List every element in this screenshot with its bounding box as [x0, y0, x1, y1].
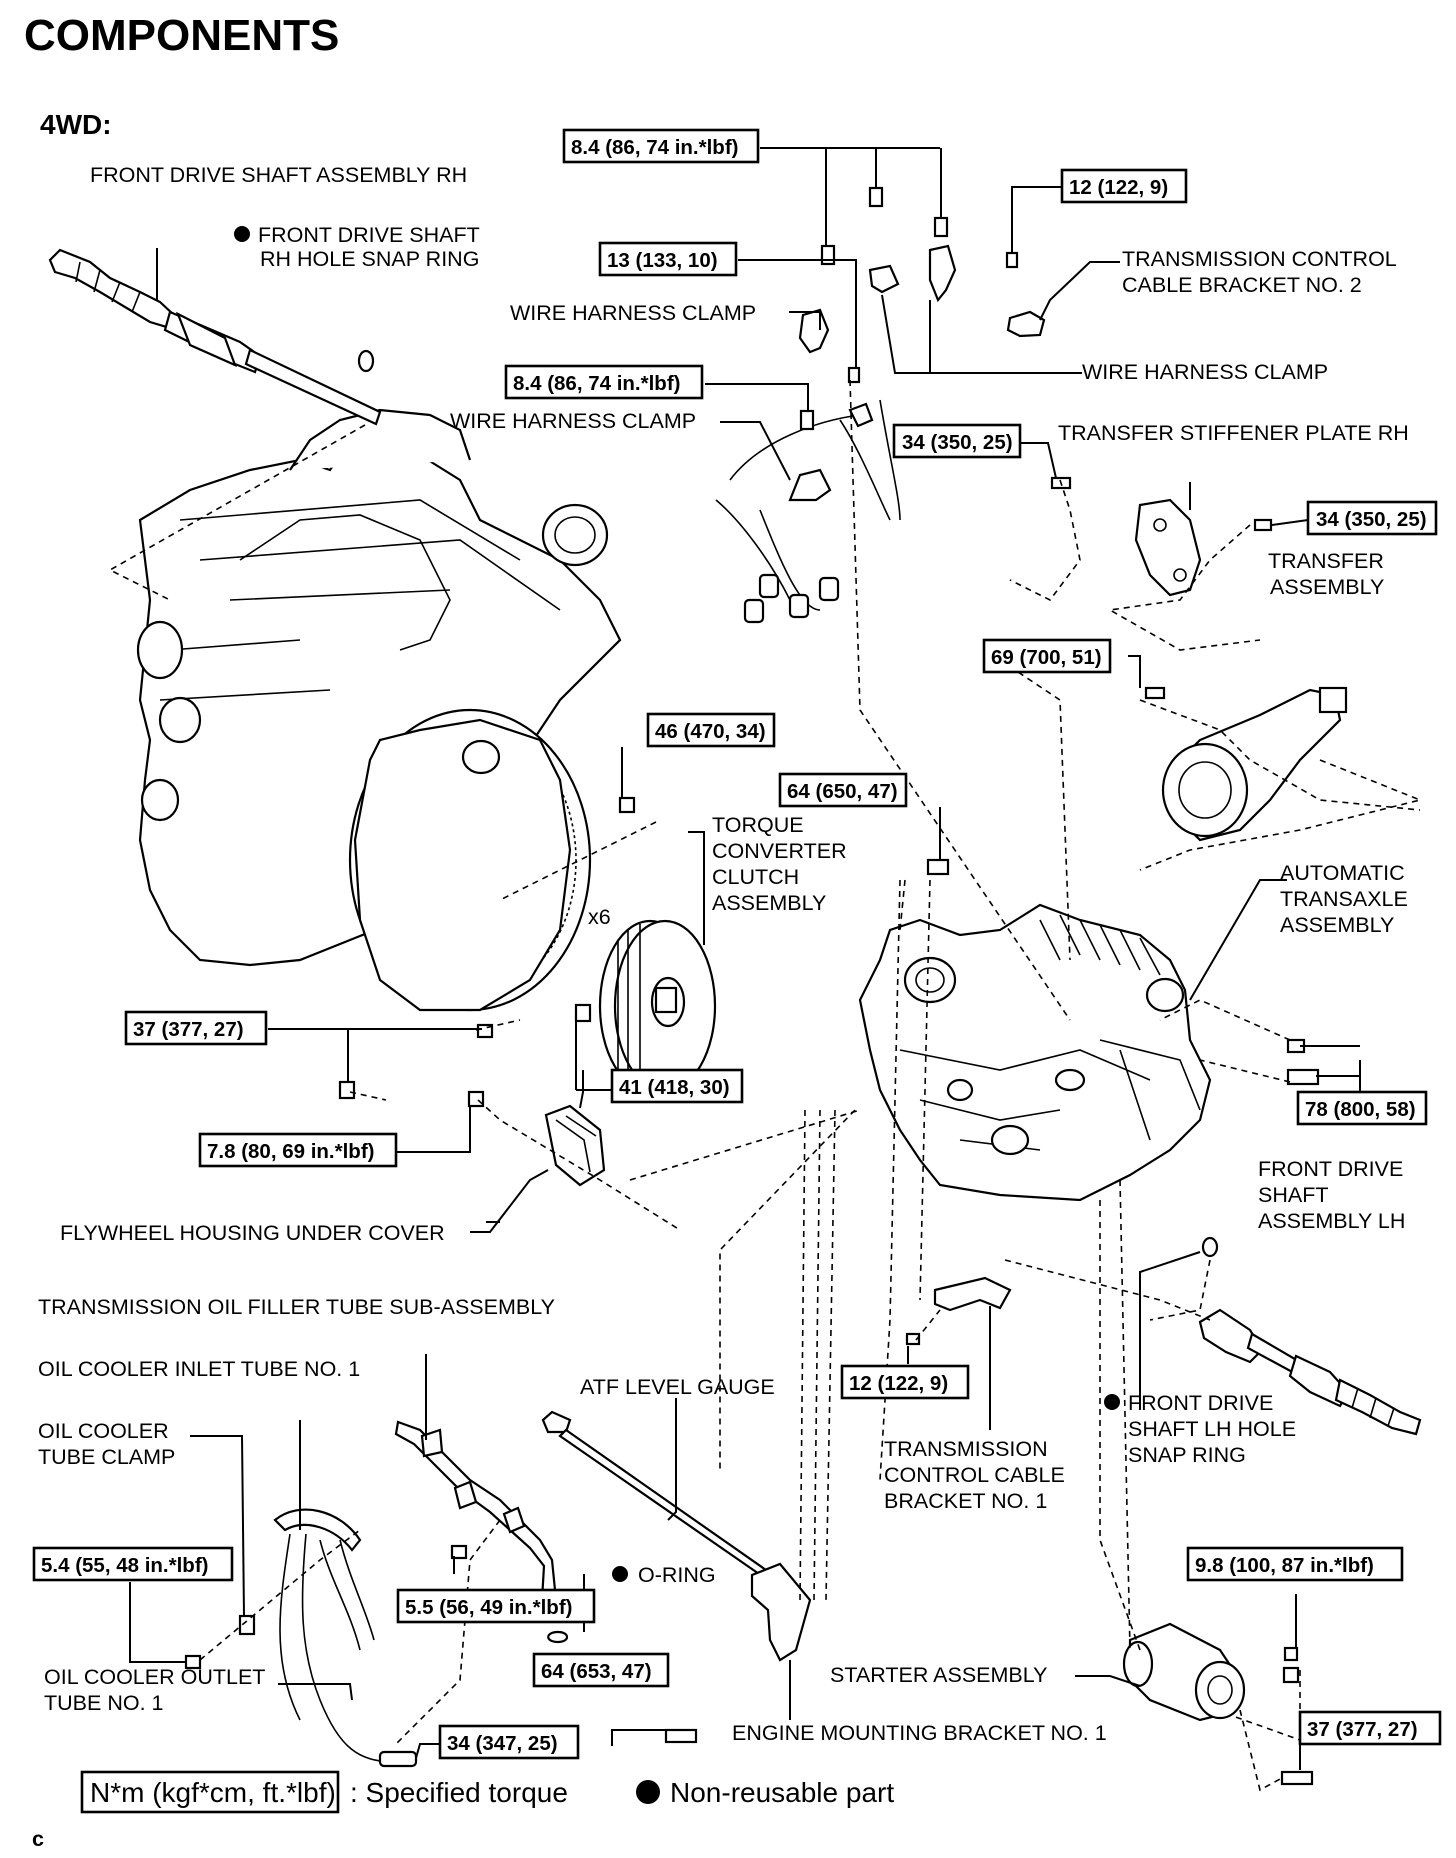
- bolts-illustration: [184, 186, 1320, 1786]
- front-drive-shaft-rh-illustration: [48, 248, 382, 426]
- label-starter-assembly: STARTER ASSEMBLY: [830, 1663, 1047, 1687]
- label-automatic-transaxle: AUTOMATIC: [1280, 861, 1405, 885]
- label-tcc-bracket-1: CONTROL CABLE: [884, 1463, 1065, 1487]
- label-wire-harness-clamp: WIRE HARNESS CLAMP: [510, 301, 756, 325]
- tcc-bracket-1-illustration: [933, 1276, 1012, 1312]
- label-oil-cooler-tube-clamp: OIL COOLER: [38, 1419, 169, 1443]
- transfer-illustration: [1134, 498, 1348, 842]
- torque-spec: 64 (650, 47): [787, 780, 898, 803]
- nonreusable-bullet-icon: [612, 1566, 628, 1582]
- label-engine-mounting-bracket: ENGINE MOUNTING BRACKET NO. 1: [732, 1721, 1107, 1745]
- label-snap-ring-rh: RH HOLE SNAP RING: [260, 247, 479, 271]
- label-tcc-bracket-1: BRACKET NO. 1: [884, 1489, 1047, 1513]
- nonreusable-bullet-icon: [234, 226, 250, 242]
- flywheel-under-cover-illustration: [544, 1104, 606, 1187]
- page-title: COMPONENTS: [24, 11, 339, 60]
- component-labels: FRONT DRIVE SHAFT ASSEMBLY RH FRONT DRIV…: [38, 163, 1409, 1745]
- label-front-drive-shaft-lh: ASSEMBLY LH: [1258, 1209, 1405, 1233]
- legend-nonreusable: Non-reusable part: [670, 1777, 894, 1808]
- label-tcc-bracket-2: TRANSMISSION CONTROL: [1122, 247, 1397, 271]
- label-front-drive-shaft-lh: FRONT DRIVE: [1258, 1157, 1403, 1181]
- legend-unit-box: N*m (kgf*cm, ft.*lbf): [90, 1777, 336, 1808]
- torque-spec: 69 (700, 51): [991, 646, 1102, 669]
- label-snap-ring-lh: SHAFT LH HOLE: [1128, 1417, 1296, 1441]
- engine-mounting-bracket-illustration: [750, 1562, 812, 1662]
- label-wire-harness-clamp: WIRE HARNESS CLAMP: [1082, 360, 1328, 384]
- label-transfer-stiffener-plate: TRANSFER STIFFENER PLATE RH: [1058, 421, 1409, 445]
- torque-spec: 78 (800, 58): [1305, 1098, 1416, 1121]
- nonreusable-bullet-icon: [1104, 1394, 1120, 1410]
- label-oil-filler-tube: TRANSMISSION OIL FILLER TUBE SUB-ASSEMBL…: [38, 1295, 555, 1319]
- label-torque-converter: ASSEMBLY: [712, 891, 826, 915]
- label-flywheel-housing-under-cover: FLYWHEEL HOUSING UNDER COVER: [60, 1221, 445, 1245]
- leader-lines: [129, 147, 1361, 1770]
- torque-spec: 5.4 (55, 48 in.*lbf): [41, 1554, 208, 1577]
- oil-tubes-illustration: [238, 1410, 768, 1768]
- label-quantity: x6: [588, 905, 611, 929]
- label-snap-ring-lh: FRONT DRIVE: [1128, 1391, 1273, 1415]
- label-oil-cooler-inlet-tube: OIL COOLER INLET TUBE NO. 1: [38, 1357, 360, 1381]
- label-torque-converter: CLUTCH: [712, 865, 799, 889]
- label-torque-converter: TORQUE: [712, 813, 804, 837]
- label-torque-converter: CONVERTER: [712, 839, 847, 863]
- torque-spec: 34 (347, 25): [447, 1732, 558, 1755]
- label-oil-cooler-tube-clamp: TUBE CLAMP: [38, 1445, 175, 1469]
- label-transfer-assembly: TRANSFER: [1268, 549, 1384, 573]
- torque-spec-boxes: 8.4 (86, 74 in.*lbf) 12 (122, 9) 13 (133…: [32, 128, 1442, 1760]
- starter-illustration: [1122, 1622, 1246, 1722]
- legend-unit-desc: : Specified torque: [350, 1777, 568, 1808]
- label-snap-ring-lh: SNAP RING: [1128, 1443, 1246, 1467]
- label-tcc-bracket-1: TRANSMISSION: [884, 1437, 1048, 1461]
- label-oil-cooler-outlet-tube: OIL COOLER OUTLET: [44, 1665, 265, 1689]
- snap-ring-rh-illustration: [357, 349, 375, 373]
- torque-spec: 5.5 (56, 49 in.*lbf): [405, 1596, 572, 1619]
- label-wire-harness-clamp: WIRE HARNESS CLAMP: [450, 409, 696, 433]
- assembly-guide-lines: [108, 379, 1423, 1792]
- label-o-ring: O-RING: [638, 1563, 716, 1587]
- torque-spec: 34 (350, 25): [1316, 508, 1427, 531]
- torque-spec: 41 (418, 30): [619, 1076, 730, 1099]
- atf-level-gauge-illustration: [558, 1428, 768, 1578]
- legend: N*m (kgf*cm, ft.*lbf) : Specified torque…: [80, 1770, 894, 1814]
- torque-spec: 37 (377, 27): [1307, 1718, 1418, 1741]
- label-transfer-assembly: ASSEMBLY: [1270, 575, 1384, 599]
- label-front-drive-shaft-rh: FRONT DRIVE SHAFT ASSEMBLY RH: [90, 163, 467, 187]
- torque-spec: 8.4 (86, 74 in.*lbf): [513, 372, 680, 395]
- front-drive-shaft-lh-illustration: [1198, 1236, 1422, 1436]
- wire-harness-illustration: [715, 244, 1046, 624]
- torque-spec: 8.4 (86, 74 in.*lbf): [571, 136, 738, 159]
- label-snap-ring-rh: FRONT DRIVE SHAFT: [258, 223, 480, 247]
- variant-label: 4WD:: [40, 109, 112, 140]
- label-atf-level-gauge: ATF LEVEL GAUGE: [580, 1375, 775, 1399]
- label-automatic-transaxle: TRANSAXLE: [1280, 887, 1408, 911]
- torque-spec: 7.8 (80, 69 in.*lbf): [207, 1140, 374, 1163]
- transfer-stiffener-illustration: [1134, 498, 1202, 597]
- torque-spec: 46 (470, 34): [655, 720, 766, 743]
- torque-spec: 12 (122, 9): [849, 1372, 948, 1395]
- torque-spec: 12 (122, 9): [1069, 176, 1168, 199]
- footer-code: c: [32, 1827, 44, 1851]
- torque-spec: 37 (377, 27): [133, 1018, 244, 1041]
- torque-spec: 64 (653, 47): [541, 1660, 652, 1683]
- nonreusable-bullet-icon: [636, 1780, 660, 1804]
- oil-cooler-tube-clamp-illustration: [238, 1614, 256, 1636]
- automatic-transaxle-illustration: [858, 903, 1212, 1202]
- torque-spec: 9.8 (100, 87 in.*lbf): [1195, 1554, 1374, 1577]
- engine-block-illustration: [136, 408, 622, 1012]
- torque-spec: 34 (350, 25): [902, 431, 1013, 454]
- label-automatic-transaxle: ASSEMBLY: [1280, 913, 1394, 937]
- o-ring-illustration: [547, 1630, 569, 1644]
- label-oil-cooler-outlet-tube: TUBE NO. 1: [44, 1691, 163, 1715]
- wire-harness-clamp-illustration: [788, 468, 832, 502]
- legend-torque-box: [80, 1770, 340, 1814]
- tcc-bracket-2-illustration: [1006, 310, 1046, 338]
- torque-converter-illustration: [598, 919, 717, 1093]
- torque-spec: 13 (133, 10): [607, 249, 718, 272]
- label-front-drive-shaft-lh: SHAFT: [1258, 1183, 1328, 1207]
- snap-ring-lh-illustration: [1201, 1236, 1219, 1258]
- label-tcc-bracket-2: CABLE BRACKET NO. 2: [1122, 273, 1362, 297]
